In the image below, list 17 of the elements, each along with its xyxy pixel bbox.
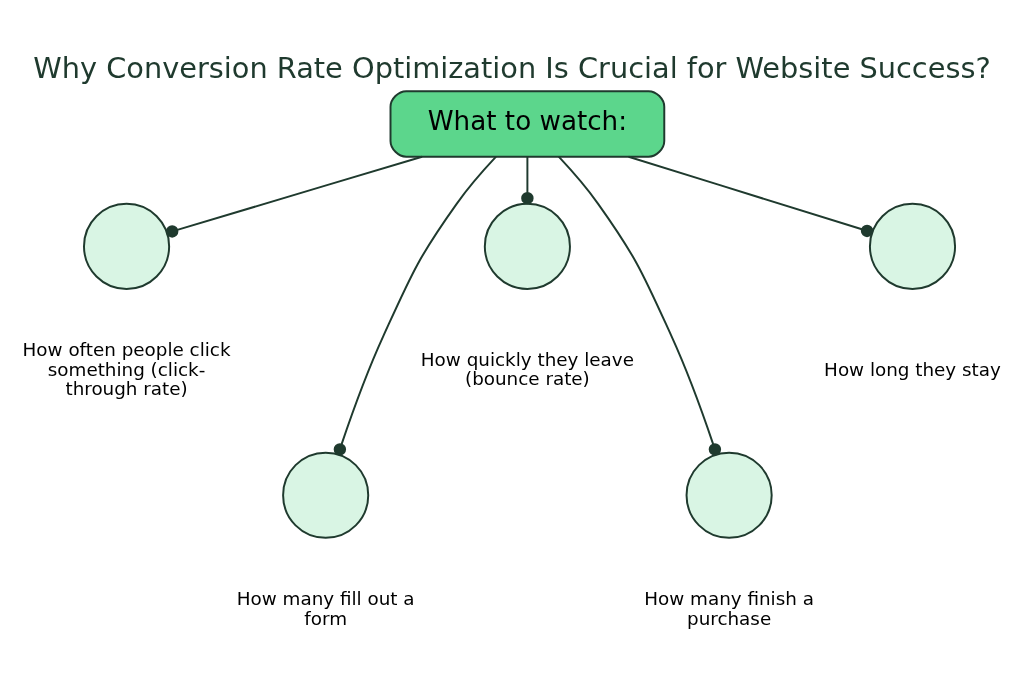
connector (521, 155, 534, 205)
node-circle (685, 451, 773, 539)
node-label: How long they stay (824, 358, 1001, 380)
node-label: How often people click something (click-through rate) (22, 339, 231, 400)
node-label: How quickly they leave (bounce rate) (420, 348, 634, 390)
node-label: How many finish a purchase (644, 587, 814, 629)
connector (557, 155, 722, 456)
connector (627, 155, 874, 238)
connector (165, 155, 424, 238)
node-circle (83, 202, 171, 290)
node-circle (282, 451, 370, 539)
connector (333, 155, 498, 456)
node-circle (868, 202, 957, 290)
diagram-title: Why Conversion Rate Optimization Is Crucial for Website Success? (33, 50, 991, 85)
node-box: What to watch: (389, 90, 666, 158)
node-label: How many fill out a form (236, 587, 415, 629)
node-circle (483, 202, 571, 290)
